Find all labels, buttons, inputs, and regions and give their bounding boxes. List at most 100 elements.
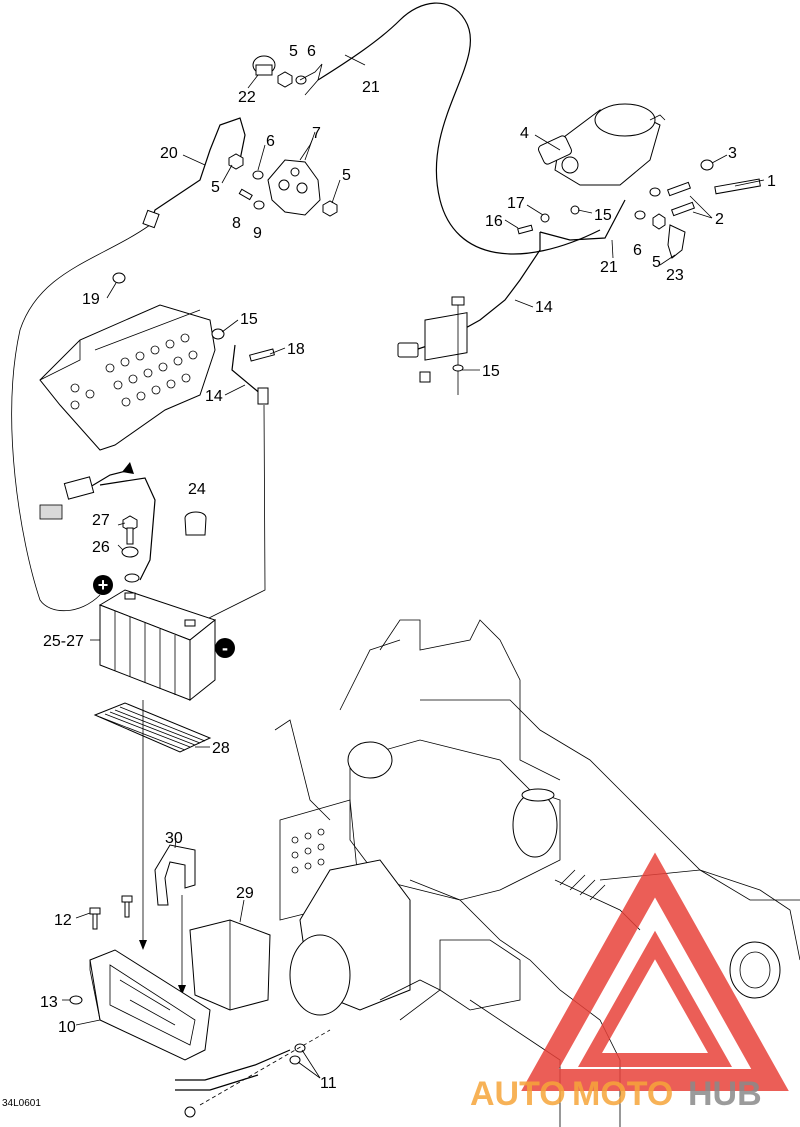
nut-5-left [228,153,244,170]
bolt-1 [714,178,761,195]
rod-11 [175,1043,306,1118]
washer-26 [121,546,139,558]
watermark-text-moto: MOTO [572,1075,673,1113]
heat-shield [39,304,216,451]
watermark-text-hub: HUB [688,1075,762,1113]
lug-20 [142,209,160,229]
label-4: 4 [520,125,529,142]
pad-28 [93,702,212,753]
label-9: 9 [253,225,262,242]
label-16: 16 [485,213,503,230]
svg-text:-: - [222,638,228,658]
cable-lug-top [299,63,323,96]
starter-motor-4 [537,103,666,186]
label-5-left: 5 [211,179,220,196]
cover-29 [189,919,271,1011]
bolt-18 [249,348,275,362]
positive-terminal-icon: + [93,575,113,595]
label-24: 24 [188,481,206,498]
arrow-down-strap-icon [178,985,186,995]
label-23: 23 [666,267,684,284]
solenoid-7 [267,137,321,216]
battery-tray-10 [89,949,211,1061]
negative-terminal-icon: - [215,638,235,658]
cap-24 [184,511,207,536]
label-28: 28 [212,740,230,757]
bolt-8 [238,188,253,201]
label-13: 13 [40,994,58,1011]
label-30: 30 [165,830,183,847]
strap-30 [154,844,196,906]
label-6-mid: 6 [266,133,275,150]
washer-6-starter [634,210,646,220]
figure-reference: 34L0601 [2,1098,41,1109]
label-29: 29 [236,885,254,902]
label-5-right: 5 [342,167,351,184]
leader-lines [62,54,765,1079]
lug-14 [257,387,269,405]
washer-3 [700,159,714,171]
label-8: 8 [232,215,241,232]
bolt-27 [122,515,138,545]
positive-cable [39,462,156,581]
label-21-lower: 21 [600,259,618,276]
bolts-12 [89,895,133,930]
relay-connector [397,296,468,395]
label-6-starter: 6 [633,242,642,259]
label-2: 2 [715,211,724,228]
battery-25-27 [98,589,217,702]
label-22: 22 [238,89,256,106]
washer-9 [253,200,265,210]
arrow-down-battery-icon [139,940,147,950]
ground-wire [204,404,266,621]
cap-22 [252,55,276,76]
washer-15-starter [570,205,580,215]
label-5-starter: 5 [652,254,661,271]
boot-23 [667,224,686,259]
svg-text:+: + [98,575,109,595]
label-15-starter: 15 [594,207,612,224]
label-3: 3 [728,145,737,162]
label-10: 10 [58,1019,76,1036]
label-17: 17 [507,195,525,212]
cable-14-left [231,344,263,396]
label-21-top: 21 [362,79,380,96]
nut-5-starter [652,213,666,230]
rod-dash [199,1029,331,1106]
label-20: 20 [160,145,178,162]
label-27: 27 [92,512,110,529]
label-6-top: 6 [307,43,316,60]
label-1: 1 [767,173,776,190]
nut-5-right [322,200,338,217]
vehicle-chassis [274,619,800,1127]
washer-15-left [211,328,225,340]
label-15-left: 15 [240,311,258,328]
long-loop-wire [11,224,151,612]
main-cable-21 [317,2,601,255]
callout-labels: 1 2 3 4 5 5 5 5 6 6 6 7 8 9 10 11 12 13 … [40,43,776,1092]
label-5-top: 5 [289,43,298,60]
washer-26b [124,573,140,583]
nut-13 [69,995,83,1005]
bolts-2 [649,181,696,217]
label-18: 18 [287,341,305,358]
washer-6-mid [252,170,264,180]
watermark-logo [521,852,789,1091]
label-12: 12 [54,912,72,929]
cable-20 [149,117,246,226]
bolt-16 [517,224,534,235]
nut-19 [112,272,126,284]
label-15-relay: 15 [482,363,500,380]
label-19: 19 [82,291,100,308]
watermark-text-auto: AUTO [470,1075,566,1113]
cable-21-lower [539,199,626,241]
label-25-27: 25-27 [43,633,84,650]
label-14-left: 14 [205,388,223,405]
nut-5-top [277,71,293,88]
label-11: 11 [320,1075,337,1092]
label-26: 26 [92,539,110,556]
label-14-right: 14 [535,299,553,316]
label-7: 7 [312,125,321,142]
nut-17 [540,213,550,223]
